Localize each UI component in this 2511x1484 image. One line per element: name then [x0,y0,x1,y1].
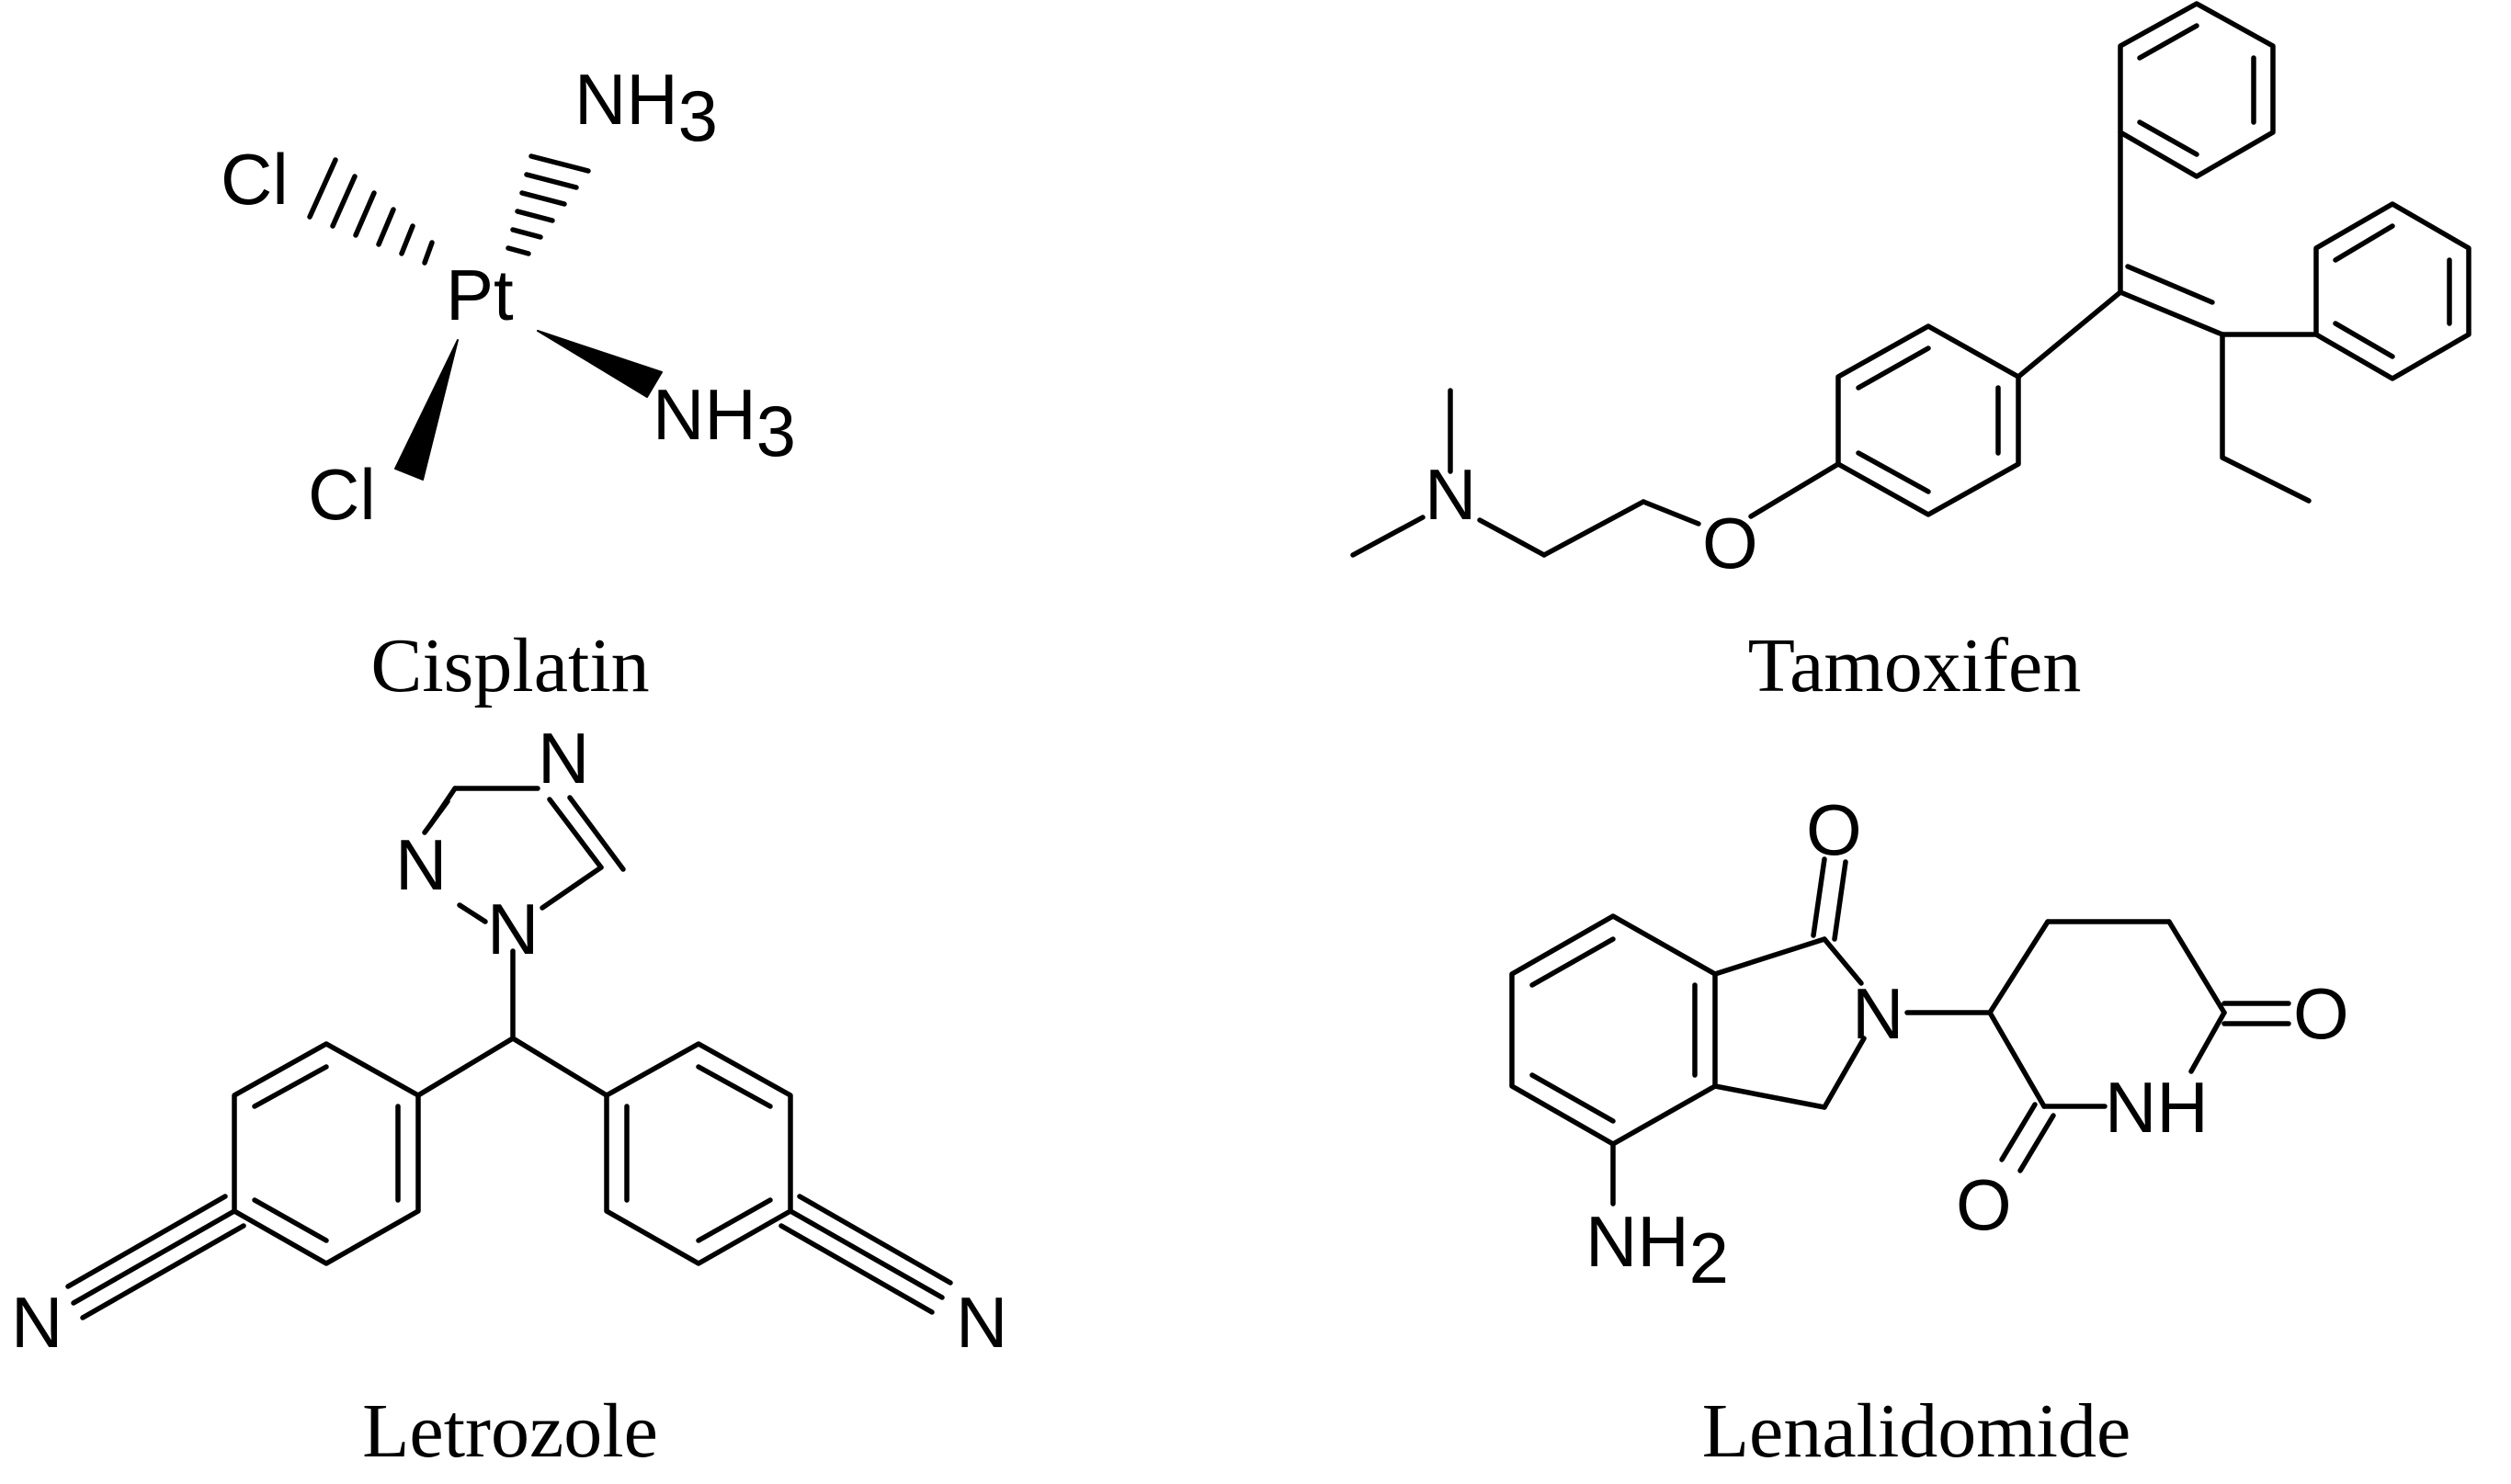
caption-cisplatin: Cisplatin [370,623,649,708]
cisplatin-structure: NH3 Cl Pt NH3 Cl Cisplatin [221,59,796,708]
tamoxifen-ring-top [2118,1,2276,179]
letrozole-ring-left [232,1041,421,1266]
lenalidomide-atom-nh2: NH2 [1585,1201,1729,1298]
letrozole-atom-triazole-n-top: N [538,718,589,799]
letrozole-atom-nitrile-n-left: N [11,1282,62,1363]
hashed-bond-pt-nh3-upper [506,153,591,256]
letrozole-structure: N N N N N Letrozole [11,718,1007,1474]
letrozole-atom-nitrile-n-right: N [956,1282,1007,1363]
lenalidomide-atom-o-top: O [1806,789,1862,870]
tamoxifen-ring-left [1835,323,2021,517]
lenalidomide-atom-nh: NH [2105,1067,2209,1148]
lenalidomide-atom-o-right: O [2293,973,2349,1054]
lenalidomide-atom-o-bottom: O [1956,1164,2012,1245]
letrozole-atom-triazole-n-bottom: N [487,889,539,969]
cisplatin-atom-pt: Pt [446,255,514,335]
cisplatin-atom-cl-lower: Cl [308,454,376,535]
tamoxifen-ring-right [2313,201,2471,381]
lenalidomide-atom-n-ring: N [1852,973,1903,1054]
wedge-bond-pt-cl-lower [394,339,459,481]
tamoxifen-atom-n: N [1425,454,1476,535]
caption-letrozole: Letrozole [362,1388,658,1474]
hashed-bond-pt-cl-upper [307,157,435,266]
tamoxifen-atom-o: O [1702,503,1758,583]
lenalidomide-ring-benzene [1509,913,1718,1147]
caption-lenalidomide: Lenalidomide [1702,1388,2131,1474]
cisplatin-atom-cl-upper: Cl [221,139,289,220]
caption-tamoxifen: Tamoxifen [1748,623,2082,708]
lenalidomide-structure: O N O NH O NH2 Lenalidomide [1509,789,2349,1474]
letrozole-ring-right [604,1041,793,1266]
cisplatin-atom-nh3-upper: NH3 [574,59,718,156]
tamoxifen-structure: O N Tamoxifen [1350,1,2471,708]
cisplatin-atom-nh3-lower: NH3 [653,374,796,471]
letrozole-atom-triazole-n-left: N [395,824,447,905]
wedge-bond-pt-nh3-lower [537,330,663,398]
